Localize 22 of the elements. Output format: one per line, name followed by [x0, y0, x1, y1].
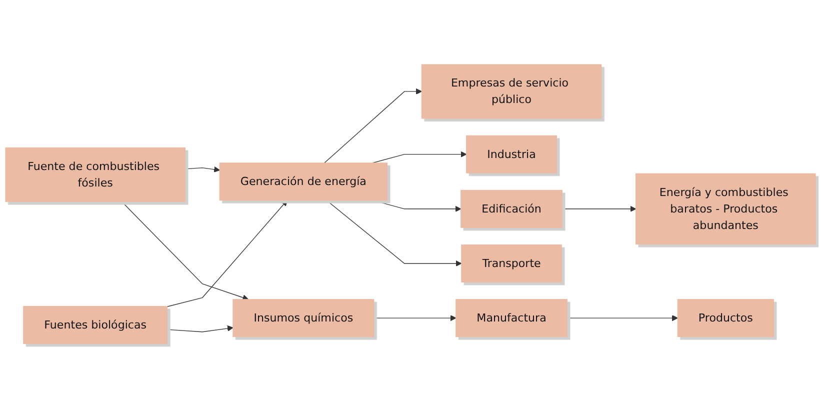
node-box: Generación de energía: [219, 162, 388, 201]
arrow: [166, 200, 288, 307]
node-box: Insumos químicos: [232, 298, 374, 337]
arrow: [326, 200, 462, 266]
node-box: Fuentes biológicas: [23, 306, 168, 344]
node-box: Manufactura: [456, 298, 568, 337]
node-box: Energía y combustibles baratos - Productos abundantes: [636, 173, 816, 244]
arrow: [324, 88, 422, 164]
node-box: Edificación: [460, 190, 562, 228]
arrow: [372, 200, 462, 212]
arrow: [562, 206, 636, 212]
arrow: [566, 314, 678, 322]
arrow: [373, 314, 456, 322]
arrow: [184, 166, 220, 172]
arrow: [121, 201, 249, 300]
arrow: [166, 325, 234, 332]
node-box: Industria: [466, 135, 557, 174]
node-box: Transporte: [461, 244, 562, 282]
node-box: Productos: [677, 298, 774, 337]
arrow: [372, 151, 467, 164]
node-box: Empresas de servicio público: [421, 64, 602, 119]
node-box: Fuente de combustibles fósiles: [5, 147, 186, 202]
